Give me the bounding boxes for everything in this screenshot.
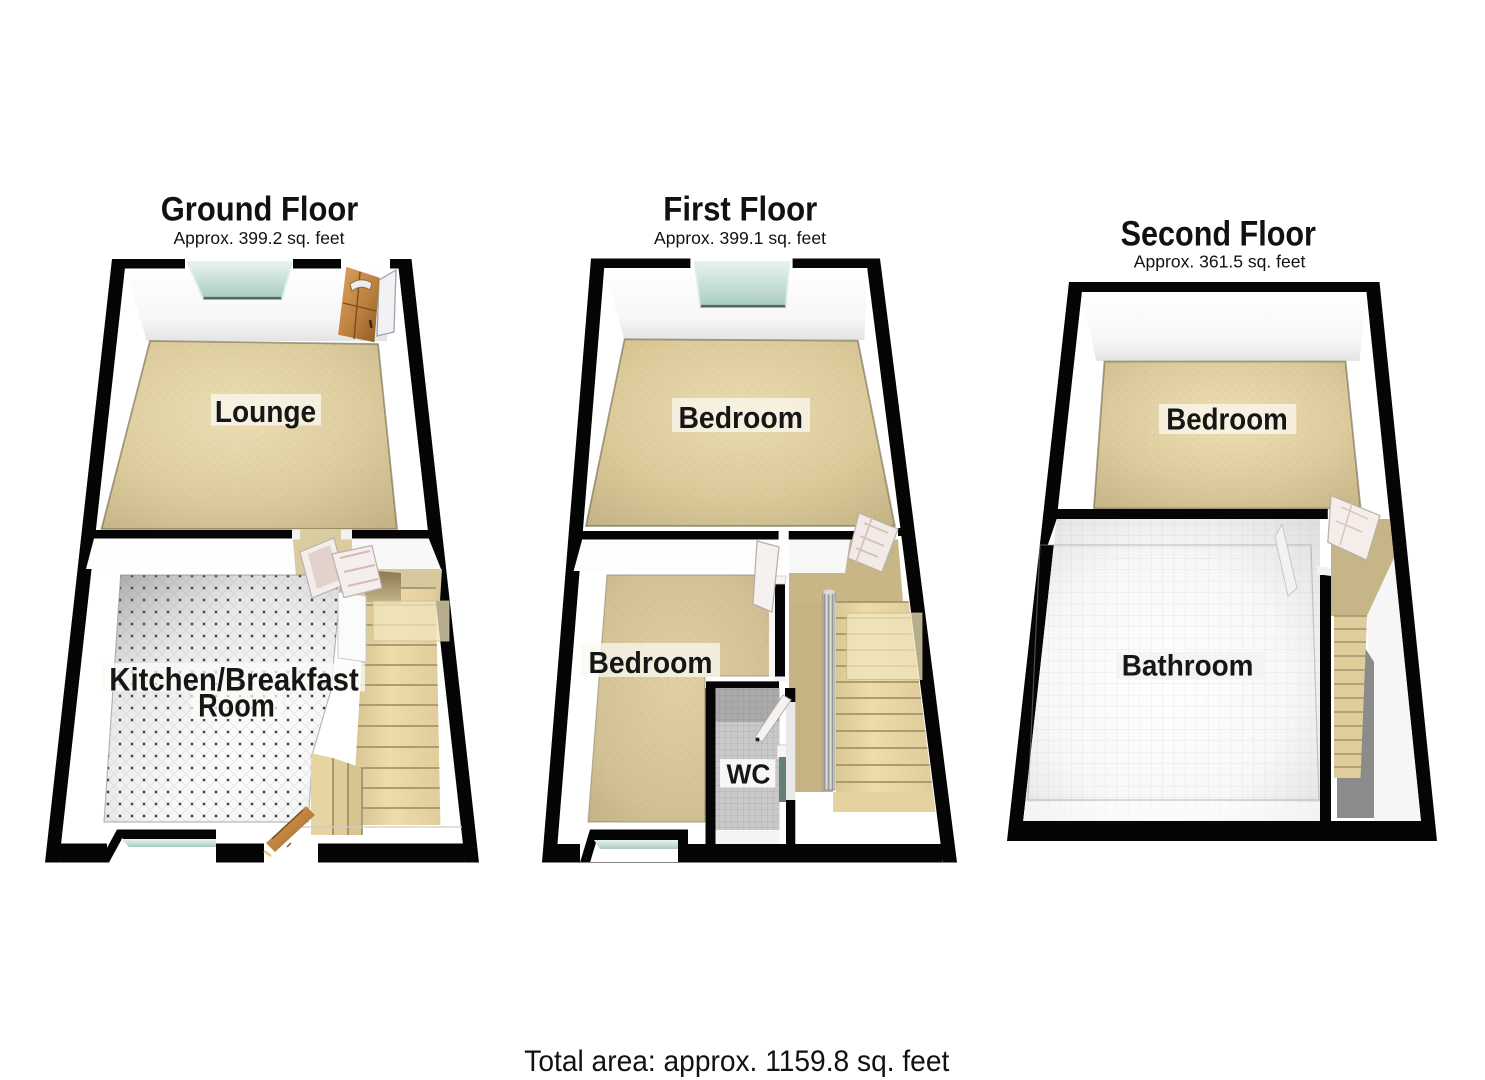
svg-text:First Floor: First Floor [663,191,817,229]
svg-text:WC: WC [727,759,771,790]
svg-text:Kitchen/Breakfast: Kitchen/Breakfast [109,661,359,697]
svg-text:Room: Room [198,688,275,724]
svg-text:Ground Floor: Ground Floor [161,191,359,229]
svg-text:Approx. 399.2 sq. feet: Approx. 399.2 sq. feet [174,228,345,248]
svg-text:Approx. 361.5 sq. feet: Approx. 361.5 sq. feet [1134,252,1306,272]
svg-text:Lounge: Lounge [215,394,316,429]
svg-text:Total area: approx. 1159.8 sq.: Total area: approx. 1159.8 sq. feet [524,1045,950,1078]
svg-text:Bathroom: Bathroom [1122,649,1254,682]
svg-text:Bedroom: Bedroom [678,400,803,435]
svg-text:Bedroom: Bedroom [589,645,713,680]
svg-text:Second Floor: Second Floor [1121,214,1317,253]
svg-text:Approx. 399.1 sq. feet: Approx. 399.1 sq. feet [654,228,826,248]
svg-text:Bedroom: Bedroom [1166,402,1287,437]
